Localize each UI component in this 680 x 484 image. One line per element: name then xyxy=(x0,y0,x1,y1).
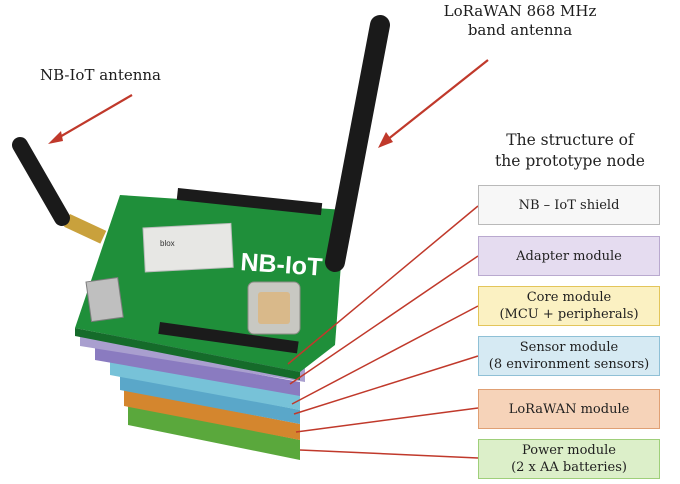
connector-nbiot xyxy=(287,205,479,365)
module-label: NB – IoT shield xyxy=(518,197,620,213)
connector-lines xyxy=(287,205,479,459)
nbiot-antenna-shape xyxy=(12,137,70,226)
arrows xyxy=(48,59,489,148)
connector-core xyxy=(291,305,479,405)
arrow-lorawan-head xyxy=(378,132,393,148)
nbiot-antenna-label: NB-IoT antenna xyxy=(40,66,161,84)
board-sensor-2 xyxy=(120,375,300,424)
connector-sensor xyxy=(293,355,479,415)
header-top xyxy=(176,188,323,216)
arrow-nbiot-head xyxy=(48,131,63,144)
module-label: Adapter module xyxy=(516,248,622,264)
lorawan-antenna-label-1: LoRaWAN 868 MHz xyxy=(443,2,597,20)
connector-power xyxy=(299,449,479,459)
lorawan-module-box: LoRaWAN module xyxy=(478,389,660,429)
chip-brand-text: blox xyxy=(160,239,175,248)
arrow-lorawan xyxy=(386,59,489,141)
nbiot-pcb xyxy=(64,188,345,380)
structure-title-line1: The structure of xyxy=(506,131,634,149)
board-sensor xyxy=(110,360,300,410)
adapter-module-box: Adapter module xyxy=(478,236,660,276)
pcb-edge xyxy=(75,328,300,380)
sensor-module-box: Sensor module (8 environment sensors) xyxy=(478,336,660,376)
core-module-box: Core module (MCU + peripherals) xyxy=(478,286,660,326)
sim-slot xyxy=(85,276,124,323)
board-core xyxy=(95,345,300,396)
module-label: Sensor module (8 environment sensors) xyxy=(488,340,650,372)
structure-title: The structure of the prototype node xyxy=(470,130,670,172)
board-lorawan xyxy=(124,390,300,440)
connector-lorawan xyxy=(295,407,479,433)
gps-antenna-patch xyxy=(258,292,290,324)
board-power xyxy=(128,405,300,460)
structure-title-line2: the prototype node xyxy=(495,152,645,170)
module-label: LoRaWAN module xyxy=(508,401,630,417)
lorawan-antenna-shape xyxy=(325,15,390,272)
module-label: Core module (MCU + peripherals) xyxy=(499,290,639,322)
header-bottom xyxy=(158,321,299,354)
nbiot-shield-box: NB – IoT shield xyxy=(478,185,660,225)
board-logo-text: NB-IoT xyxy=(240,248,324,282)
module-label: Power module (2 x AA batteries) xyxy=(511,443,627,475)
power-module-box: Power module (2 x AA batteries) xyxy=(478,439,660,479)
connector-adapter xyxy=(289,255,479,385)
nbiot-module-chip xyxy=(142,222,234,273)
arrow-nbiot xyxy=(57,94,133,139)
sma-connector xyxy=(64,214,107,244)
lorawan-antenna-label-2: band antenna xyxy=(467,21,573,39)
